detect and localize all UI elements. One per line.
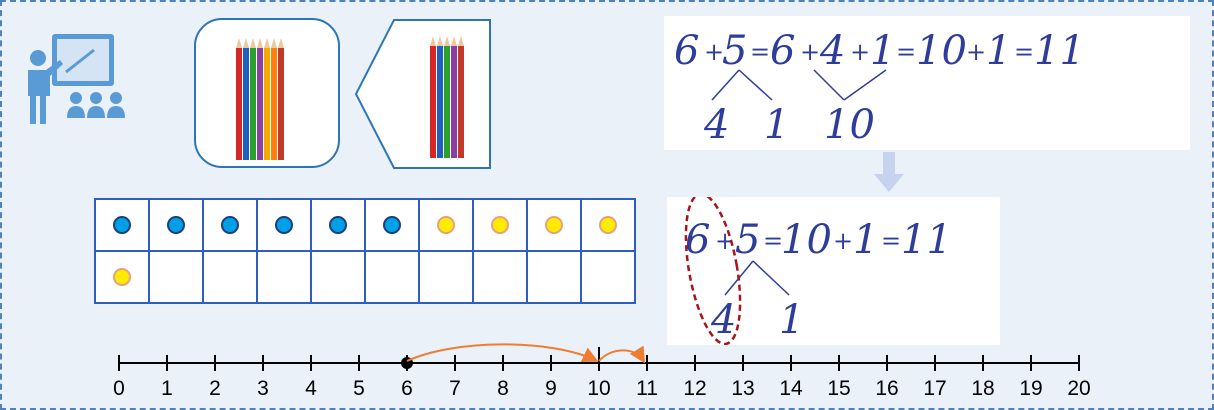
eq-top-split-ten: 10	[824, 102, 875, 148]
eq-top-op: +	[966, 38, 986, 66]
number-line-label: 10	[587, 377, 610, 400]
number-line-label: 5	[353, 377, 365, 400]
ten-frame-cell	[256, 250, 312, 304]
ten-frame-cell	[364, 198, 420, 252]
number-line-label: 19	[1019, 377, 1042, 400]
down-arrow-icon	[874, 152, 904, 192]
eq-bottom-term: 6	[685, 217, 710, 263]
eq-bottom-op: +	[833, 227, 853, 255]
jump-arrow	[406, 343, 599, 363]
blue-counter	[221, 216, 239, 234]
eq-top-term: 10	[916, 28, 967, 74]
equation-panel-bottom: 6 + 5 = 10 + 1 = 11 4 1	[667, 192, 1000, 346]
eq-top-term: 1	[870, 28, 895, 74]
number-line-label: 4	[305, 377, 317, 400]
split-lines	[711, 69, 887, 101]
number-line-label: 2	[209, 377, 221, 400]
eq-top-op: +	[850, 38, 870, 66]
number-line-label: 12	[683, 377, 706, 400]
ten-frame-row	[94, 250, 636, 304]
eq-bottom-split-right: 1	[779, 297, 804, 343]
ten-frame-cell	[310, 250, 366, 304]
number-line-label: 6	[401, 377, 413, 400]
eq-top-term: 4	[819, 28, 845, 74]
number-line-label: 0	[113, 377, 125, 400]
eq-top-term: 11	[1034, 28, 1085, 74]
eq-bottom-term: 11	[901, 217, 952, 263]
number-line-label: 14	[779, 377, 803, 400]
ten-frame-cell	[418, 250, 474, 304]
ten-frame-cell	[364, 250, 420, 304]
ten-frame-cell	[202, 250, 258, 304]
ten-frame-cell	[94, 250, 150, 304]
ten-frame-cell	[526, 250, 582, 304]
number-line-label: 1	[161, 377, 173, 400]
number-line-label: 17	[923, 377, 946, 400]
number-line-label: 16	[875, 377, 898, 400]
yellow-counter	[437, 216, 455, 234]
eq-top-split-left: 4	[703, 102, 729, 148]
eq-top-term: 6	[674, 28, 699, 74]
number-line-label: 18	[971, 377, 994, 400]
ten-frame-cell	[256, 198, 312, 252]
blue-counter	[383, 216, 401, 234]
ten-frame-grid	[94, 198, 636, 304]
split-lines	[724, 260, 790, 296]
ten-frame-row	[94, 198, 636, 252]
eq-bottom-term: 5	[735, 217, 760, 263]
eq-top-term: 1	[986, 28, 1011, 74]
number-line-label: 7	[449, 377, 461, 400]
colored-pencils-icon	[430, 36, 464, 158]
number-line-label: 8	[497, 377, 509, 400]
teacher-at-board-icon	[28, 34, 125, 124]
eq-bottom-term: 10	[781, 217, 832, 263]
ten-frame-cell	[580, 198, 636, 252]
number-line-label: 3	[257, 377, 269, 400]
number-line-label: 20	[1067, 377, 1090, 400]
ten-frame-cell	[148, 198, 204, 252]
ten-frame-cell	[472, 198, 528, 252]
number-line-label: 9	[545, 377, 557, 400]
eq-bottom-op: =	[763, 227, 783, 255]
ten-frame-cell	[580, 250, 636, 304]
number-line-label: 11	[636, 377, 658, 400]
ten-frame-cell	[148, 250, 204, 304]
eq-top-op: +	[800, 38, 820, 66]
blue-counter	[113, 216, 131, 234]
ten-frame-cell	[310, 198, 366, 252]
number-line-label: 15	[827, 377, 850, 400]
blue-counter	[167, 216, 185, 234]
eq-top-op: =	[896, 38, 916, 66]
eq-top-split-right: 1	[764, 102, 789, 148]
ten-frame-cell	[526, 198, 582, 252]
ten-frame-cell	[418, 198, 474, 252]
yellow-counter	[545, 216, 563, 234]
pencil-card	[194, 18, 340, 168]
colored-pencils-icon	[236, 38, 284, 160]
number-line-label: 13	[731, 377, 754, 400]
blue-counter	[329, 216, 347, 234]
eq-top-op: +	[704, 38, 724, 66]
yellow-counter	[491, 216, 509, 234]
eq-bottom-split-left: 4	[710, 297, 736, 343]
equation-panel-top: 6 + 5 = 6 + 4 + 1 = 10 + 1 = 11 4 1 10	[664, 16, 1190, 150]
jump-arrow	[598, 345, 646, 364]
eq-top-term: 6	[770, 28, 795, 74]
eq-bottom-op: =	[881, 227, 901, 255]
eq-top-term: 5	[722, 28, 747, 74]
eq-top-op: =	[750, 38, 770, 66]
eq-bottom-term: 1	[853, 217, 878, 263]
blue-counter	[275, 216, 293, 234]
ten-frame-cell	[472, 250, 528, 304]
yellow-counter	[599, 216, 617, 234]
pencil-callout	[354, 19, 491, 169]
ten-frame-cell	[94, 198, 150, 252]
yellow-counter	[113, 268, 131, 286]
ten-frame-cell	[202, 198, 258, 252]
eq-top-op: =	[1014, 38, 1034, 66]
